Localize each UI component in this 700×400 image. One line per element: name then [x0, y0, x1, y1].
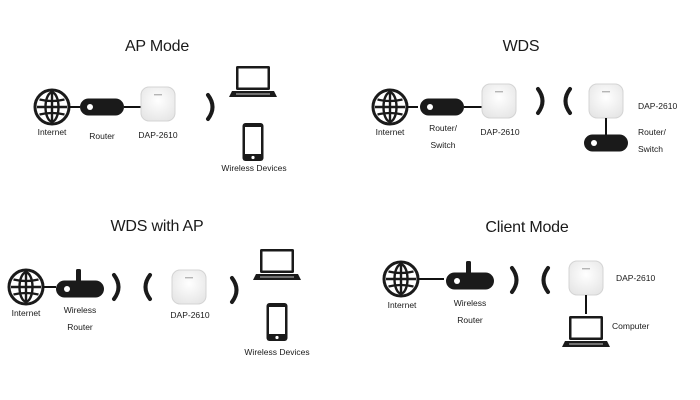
ap-label: DAP-2610: [616, 273, 656, 283]
internet-label: Internet: [11, 308, 41, 318]
laptop-icon: [252, 248, 302, 281]
wireless-signal-icon: [536, 87, 545, 115]
wds-panel: [371, 83, 628, 152]
internet-label: Internet: [387, 300, 417, 310]
router-label: Router: [89, 131, 115, 141]
access-point-icon: [140, 86, 176, 122]
wireless-router-label: Wireless Router: [63, 305, 97, 332]
globe-icon: [382, 260, 420, 298]
globe-icon: [371, 88, 409, 126]
ap-mode-panel: [33, 65, 278, 161]
router-icon: [80, 98, 124, 116]
access-point-icon: [588, 83, 624, 119]
wireless-router-label: Wireless Router: [453, 298, 487, 325]
globe-icon: [7, 268, 45, 306]
wds-with-ap-panel: [7, 248, 302, 341]
wireless-signal-icon: [541, 266, 550, 294]
client-mode-title: Client Mode: [485, 219, 569, 236]
access-point-icon: [481, 83, 517, 119]
wireless-signal-icon: [206, 93, 215, 121]
remote-ap-label: DAP-2610: [638, 101, 678, 111]
wireless-devices-label: Wireless Devices: [244, 347, 310, 357]
internet-label: Internet: [375, 127, 405, 137]
router-icon: [420, 98, 464, 116]
internet-label: Internet: [37, 127, 67, 137]
router-icon: [584, 134, 628, 152]
wds-title: WDS: [502, 38, 540, 55]
computer-label: Computer: [612, 321, 650, 331]
client-mode-panel: [382, 260, 611, 348]
wireless-signal-icon: [230, 276, 239, 304]
laptop-icon: [561, 315, 611, 348]
ap-label: DAP-2610: [138, 130, 178, 140]
access-point-icon: [171, 269, 207, 305]
router-icon: [56, 269, 104, 298]
router-switch-label: Router/ Switch: [429, 123, 457, 150]
ap-label: DAP-2610: [480, 127, 520, 137]
laptop-icon: [228, 65, 278, 98]
wireless-devices-label: Wireless Devices: [221, 163, 287, 173]
ap-label: DAP-2610: [170, 310, 210, 320]
wireless-signal-icon: [510, 266, 519, 294]
access-point-icon: [568, 260, 604, 296]
smartphone-icon: [242, 123, 264, 161]
globe-icon: [33, 88, 71, 126]
wireless-signal-icon: [112, 273, 121, 301]
wireless-signal-icon: [563, 87, 572, 115]
wireless-signal-icon: [143, 273, 152, 301]
smartphone-icon: [266, 303, 288, 341]
router-icon: [446, 261, 494, 290]
remote-router-switch-label: Router/ Switch: [638, 127, 666, 154]
ap-mode-title: AP Mode: [124, 38, 190, 55]
wds-with-ap-title: WDS with AP: [110, 218, 204, 235]
